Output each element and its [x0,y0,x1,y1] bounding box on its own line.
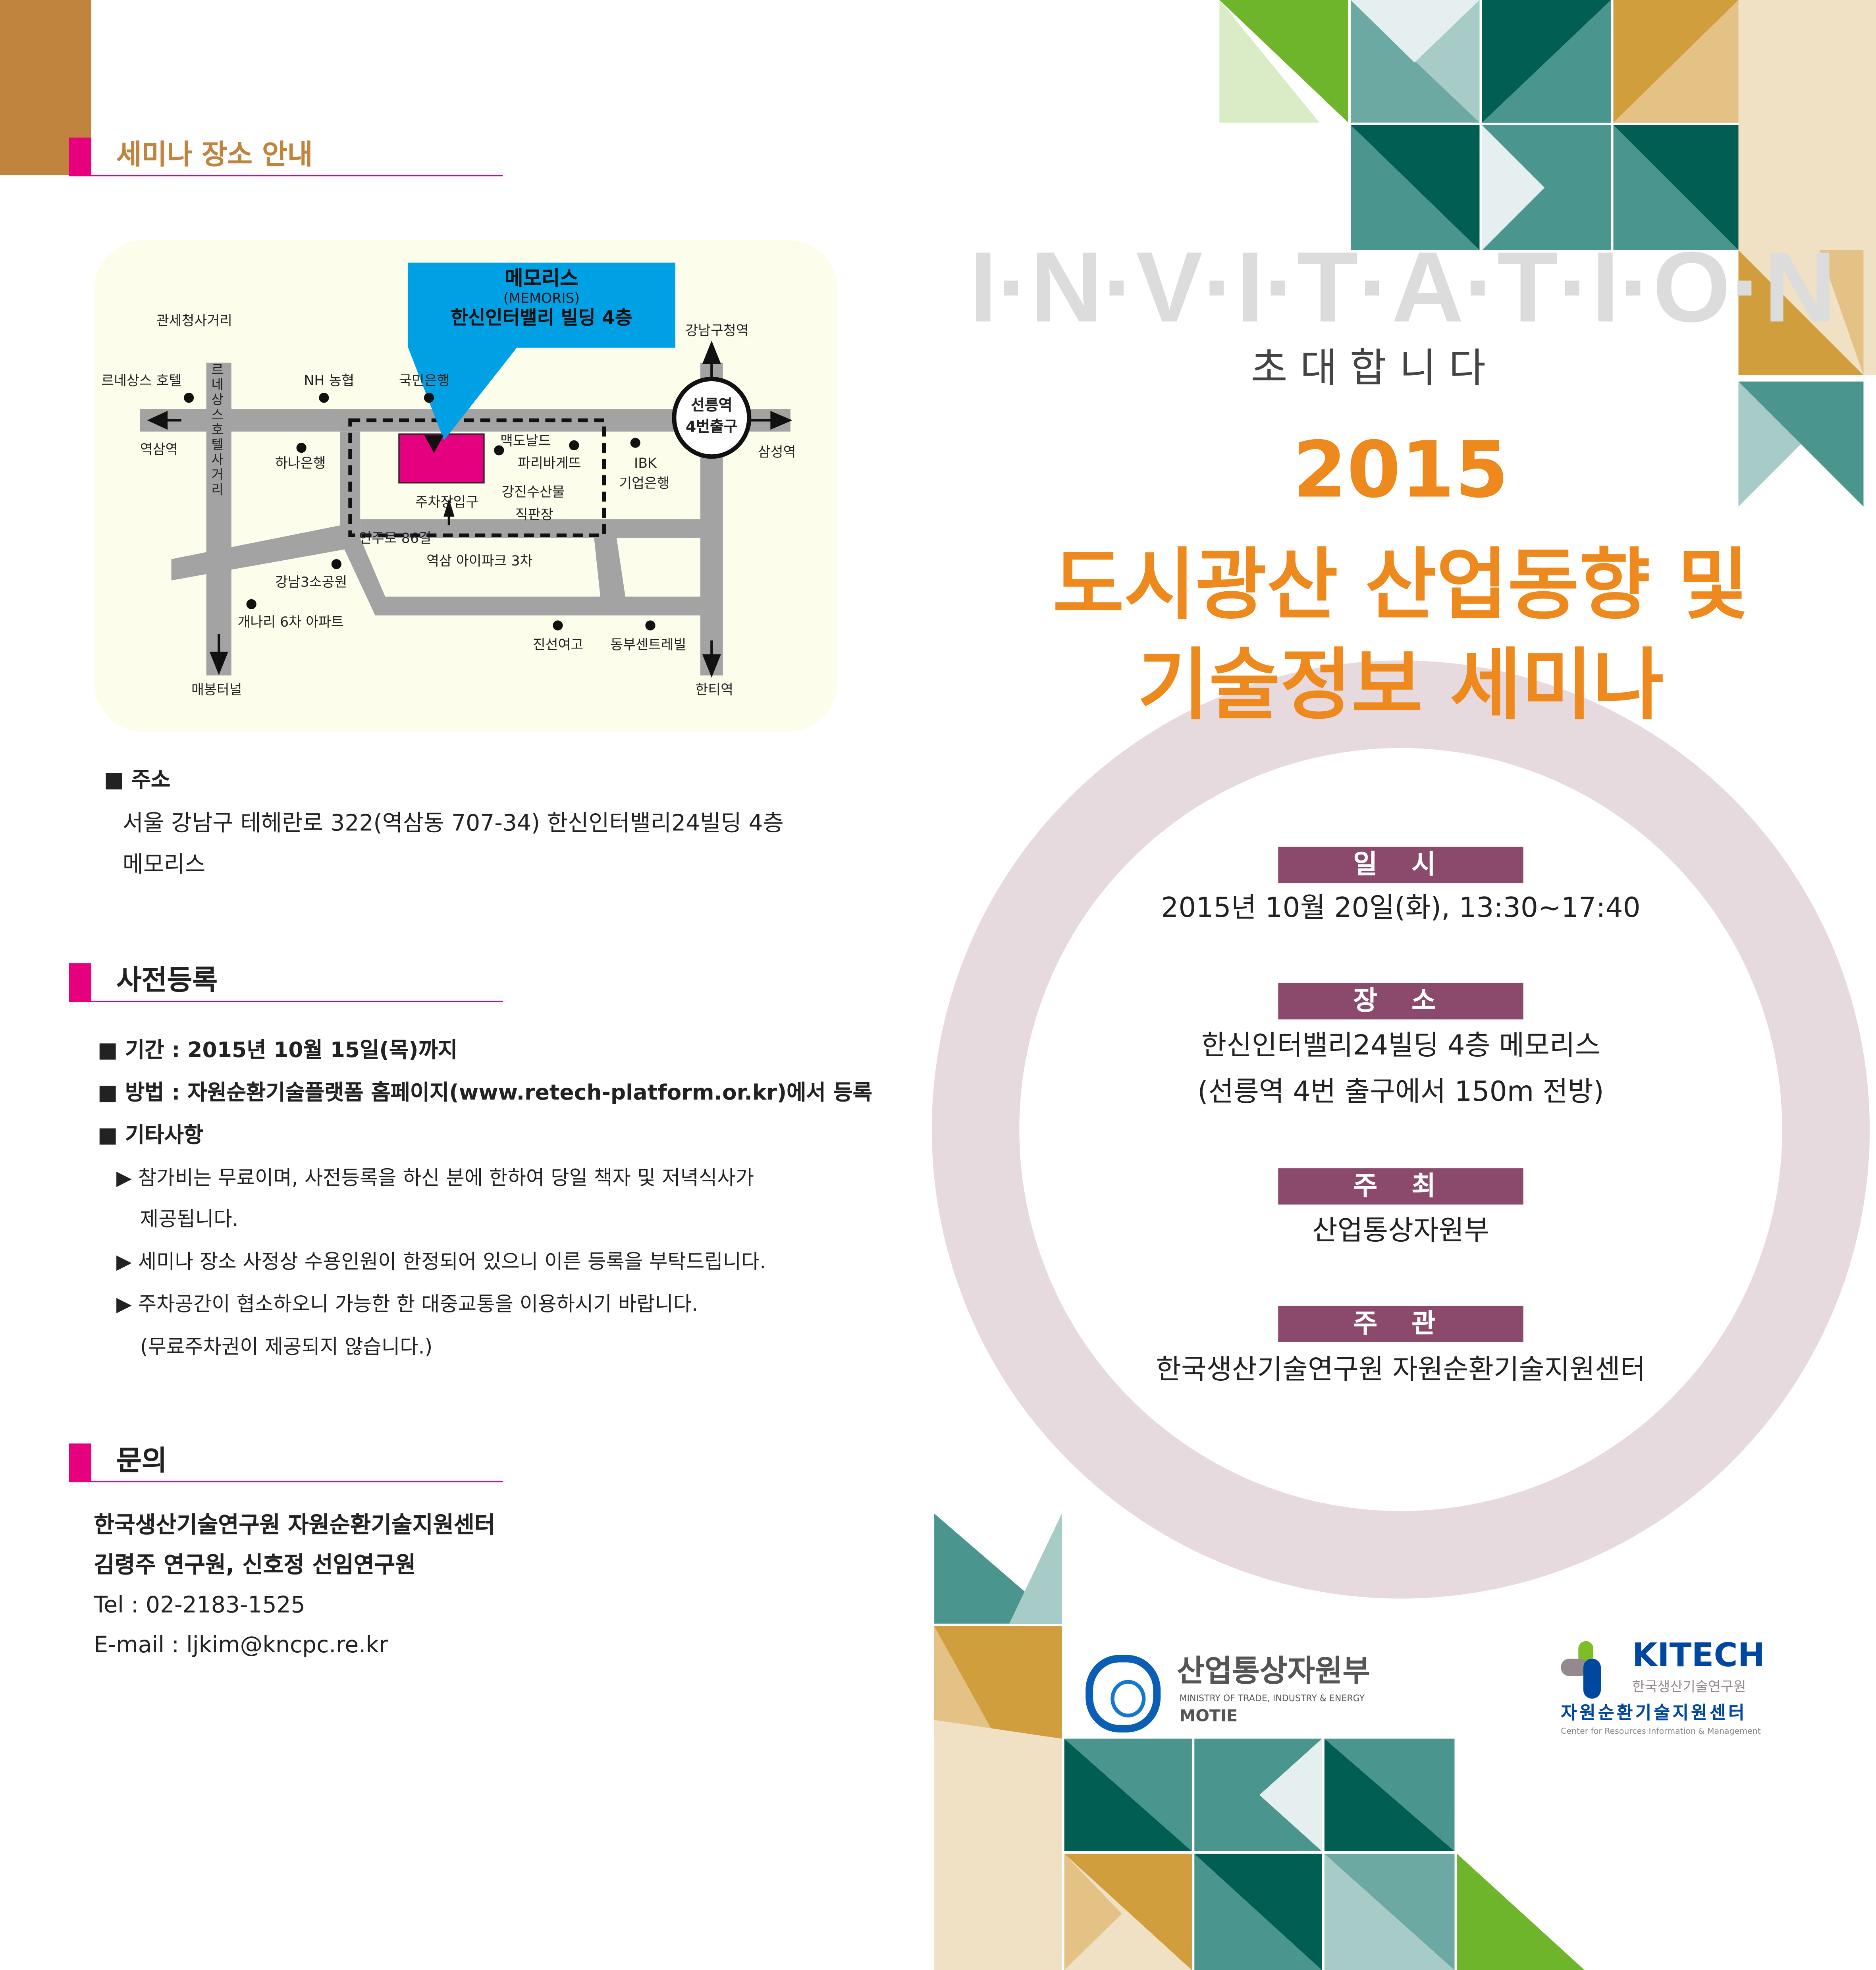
invite-korean: 초 대 합 니 다 [1251,344,1486,392]
note: ▶ 세미나 장소 사정상 수용인원이 한정되어 있으니 이른 등록을 부탁드립니… [116,1249,766,1273]
callout-building: 한신인터밸리 빌딩 4층 [451,306,632,329]
host-value: 산업통상자원부 [1312,1216,1490,1247]
map-label: 맥도날드 [500,432,551,449]
motie-emblem-icon [1085,1655,1161,1733]
event-year: 2015 [1293,424,1509,515]
contact-people: 김령주 연구원, 신호정 선임연구원 [94,1552,416,1579]
map-marker [296,443,307,453]
place-direction: (선릉역 4번 출구에서 150m 전방) [1197,1077,1604,1108]
contact-org: 한국생산기술연구원 자원순환기술지원센터 [94,1512,496,1539]
map-label: 직판장 [515,506,553,523]
top-triangle-pattern [1219,0,1876,507]
kitech-korean: 한국생산기술연구원 [1632,1679,1746,1695]
callout-title: 메모리스 [505,266,578,290]
map-label: IBK [634,455,657,472]
map-label: 르네상스 호텔 [101,372,182,389]
event-title-line2: 기술정보 세미나 [1138,639,1664,731]
venue-heading-text: 세미나 장소 안내 [116,140,313,172]
contact-tel: Tel : 02-2183-1525 [94,1592,305,1619]
map-marker [424,393,434,403]
organizer-label: 주 관 [1278,1306,1523,1342]
map-marker [184,393,194,403]
reg-method: ■ 방법 : 자원순환기술플랫폼 홈페이지(www.retech-platfor… [97,1081,873,1106]
map-marker [331,559,341,569]
map-label: 하나은행 [275,455,326,472]
address-line: 메모리스 [122,852,206,878]
map-label: 파리바게뜨 [518,455,581,472]
map-marker [553,620,563,631]
map-label: 한티역 [695,681,734,698]
bottom-triangle-pattern [934,1513,1585,1970]
reg-period: ■ 기간 : 2015년 10월 15일(목)까지 [97,1038,458,1063]
map-label: 관세청사거리 [156,313,233,329]
motie-abbr: MOTIE [1179,1707,1238,1726]
map-marker [246,599,256,610]
map-label: NH 농협 [304,372,355,389]
map-marker [645,620,656,631]
address-line: 서울 강남구 테헤란로 322(역삼동 707-34) 한신인터밸리24빌딩 4… [122,810,784,837]
map-label: 매봉터널 [191,681,242,698]
map-label: 강진수산물 [501,484,565,500]
date-label: 일 시 [1278,847,1523,883]
map-label: 주차장입구 [415,494,479,511]
center-name: 자원순환기술지원센터 [1561,1704,1747,1724]
center-english: Center for Resources Information & Manag… [1561,1726,1761,1737]
callout-english: (MEMORIS) [503,290,580,307]
map-marker [319,393,329,403]
venue-heading: 세미나 장소 안내 [69,137,503,177]
note: (무료주차권이 제공되지 않습니다.) [140,1335,433,1358]
note: ▶ 주차공간이 협소하오니 가능한 한 대중교통을 이용하시기 바랍니다. [116,1292,698,1316]
organizer-value: 한국생산기술연구원 자원순환기술지원센터 [1156,1354,1646,1386]
map-label: 역삼 아이파크 3차 [426,553,533,569]
decorative-ring [931,660,1870,1599]
map-callout: 메모리스 (MEMORIS) 한신인터밸리 빌딩 4층 [407,262,675,348]
map-label: 삼성역 [758,444,796,461]
map-label: 언주로 86길 [359,530,432,547]
map-marker [494,445,504,455]
map-marker [569,440,579,450]
contact-email: E-mail : ljkim@kncpc.re.kr [94,1632,388,1659]
map-label: 역삼역 [140,441,178,458]
event-title-line1: 도시광산 산업동향 및 [1053,539,1749,631]
note: 제공됩니다. [140,1207,239,1231]
map-label: 진선여고 [532,637,584,653]
motie-english: MINISTRY OF TRADE, INDUSTRY & ENERGY [1179,1694,1365,1704]
motie-name: 산업통상자원부 [1177,1654,1371,1689]
note: ▶ 참가비는 무료이며, 사전등록을 하신 분에 한하여 당일 책자 및 저녁식… [116,1165,754,1190]
invitation-wordmark: I·N·V·I·T·A·T·I·O·N [969,231,1836,343]
place-label: 장 소 [1278,983,1523,1020]
map-label: 기업은행 [619,475,670,492]
map-label: 국민은행 [399,372,450,389]
map-label: 개나리 6차 아파트 [237,614,344,631]
kitech-logo-icon [1561,1641,1621,1701]
registration-heading: 사전등록 [69,963,503,1002]
map-label: 강남구청역 [685,322,749,339]
contact-heading: 문의 [69,1443,503,1482]
map-label: 동부센트레빌 [610,637,686,653]
host-label: 주 최 [1278,1168,1523,1205]
place-value: 한신인터밸리24빌딩 4층 메모리스 [1201,1030,1600,1062]
address-label: ■ 주소 [104,768,171,793]
reg-other: ■ 기타사항 [97,1123,204,1148]
map-label: 르네상스호텔사거리 [211,363,224,498]
kitech-name: KITECH [1632,1637,1765,1675]
map-label: 강남3소공원 [275,574,347,590]
date-value: 2015년 10월 20일(화), 13:30~17:40 [1161,893,1641,924]
map-marker [630,438,640,448]
map-roads [140,340,792,678]
